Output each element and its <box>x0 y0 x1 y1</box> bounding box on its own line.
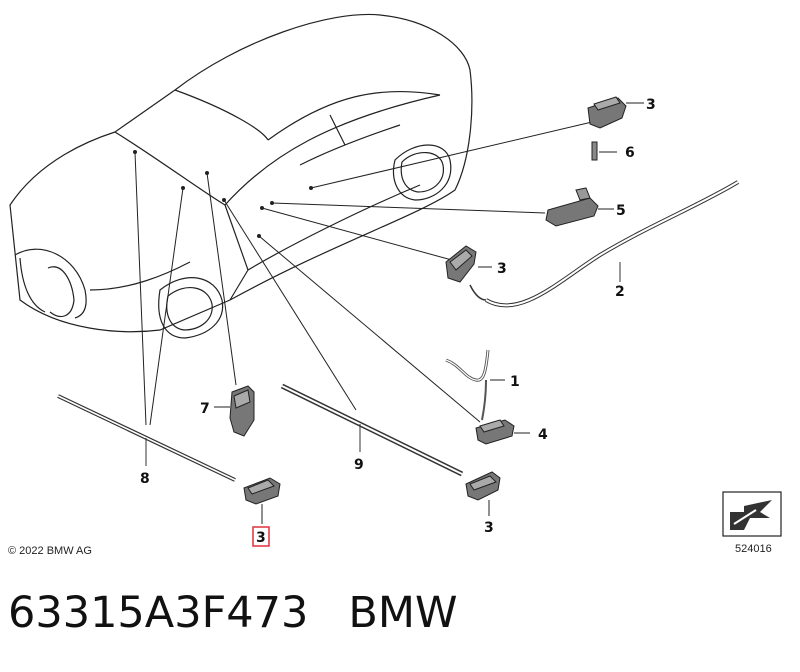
part-3-middle <box>445 245 492 283</box>
part-8-strip <box>57 394 236 482</box>
leader-lines <box>134 121 593 426</box>
part-3-bottom-left <box>243 477 281 524</box>
part-4 <box>475 419 530 445</box>
leader-dots <box>133 150 313 238</box>
callout-4: 4 <box>538 427 548 443</box>
brand-name: BMW <box>348 588 458 638</box>
callout-5: 5 <box>616 203 626 219</box>
part-number: 63315A3F473 <box>8 588 309 638</box>
part-2-cable <box>469 180 740 308</box>
part-3-bottom-middle <box>465 471 501 516</box>
callout-3-highlighted: 3 <box>256 530 266 546</box>
part-9-strip <box>280 383 464 477</box>
highlight-box <box>252 526 270 547</box>
direction-arrow-icon <box>722 491 782 537</box>
car-outline <box>9 13 473 339</box>
copyright: © 2022 BMW AG <box>8 545 92 557</box>
part-6-pin <box>591 141 617 161</box>
callout-1: 1 <box>510 374 520 390</box>
callout-8: 8 <box>140 471 150 487</box>
callout-3-middle: 3 <box>497 261 507 277</box>
part-5 <box>545 187 614 227</box>
callout-6: 6 <box>625 145 635 161</box>
callout-3-top: 3 <box>646 97 656 113</box>
diagram-id: 524016 <box>735 543 772 555</box>
callout-9: 9 <box>354 457 364 473</box>
callout-7: 7 <box>200 401 210 417</box>
callout-3-bottom-middle: 3 <box>484 520 494 536</box>
callout-2: 2 <box>615 284 625 300</box>
part-3-top <box>587 96 644 129</box>
part-number-caption: 63315A3F473 BMW <box>8 588 458 638</box>
part-1-hose <box>445 349 505 421</box>
part-7 <box>214 385 255 437</box>
